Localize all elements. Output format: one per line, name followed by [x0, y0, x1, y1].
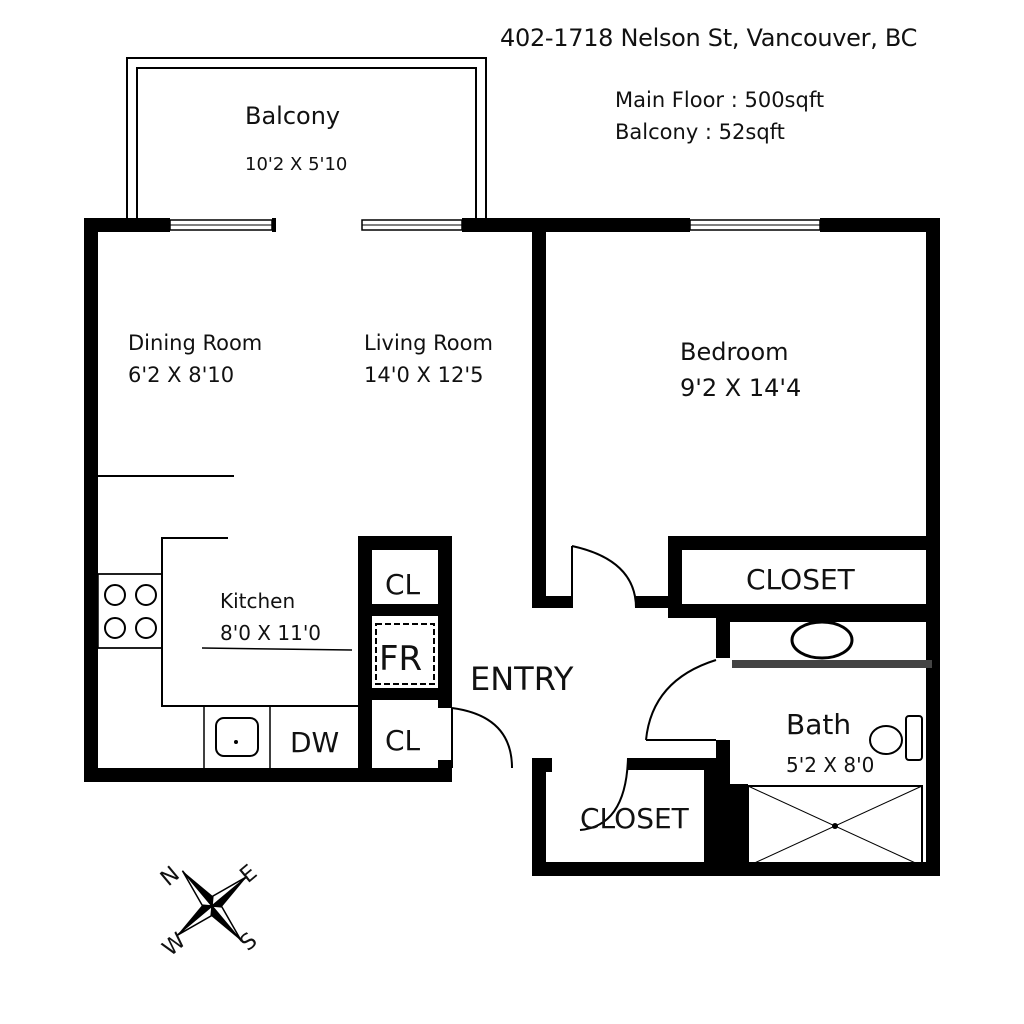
dining-room-label: Dining Room	[128, 331, 262, 355]
address-title: 402-1718 Nelson St, Vancouver, BC	[500, 24, 918, 52]
kitchen-sink	[215, 717, 259, 757]
balcony-railing	[126, 57, 487, 218]
living-room-label: Living Room	[364, 331, 493, 355]
compass-s: S	[236, 928, 263, 956]
dining-room-size: 6'2 X 8'10	[128, 363, 234, 387]
bath-label: Bath	[786, 708, 851, 741]
bath-fixtures	[730, 620, 932, 876]
compass-n: N	[156, 862, 185, 892]
entry-label: ENTRY	[470, 660, 574, 698]
compass-w: W	[158, 928, 191, 961]
bath-size: 5'2 X 8'0	[786, 753, 874, 777]
compass-rose-icon	[176, 870, 248, 942]
dishwasher-label: DW	[290, 726, 339, 759]
stove	[97, 573, 163, 649]
kitchen-size: 8'0 X 11'0	[220, 621, 321, 645]
bedroom-closet-label: CLOSET	[746, 563, 856, 596]
entry-closet-label: CLOSET	[580, 802, 690, 835]
lower-closet-label: CL	[385, 724, 421, 757]
bedroom-size: 9'2 X 14'4	[680, 374, 801, 402]
main-floor-area: Main Floor : 500sqft	[615, 88, 825, 112]
balcony-area: Balcony : 52sqft	[615, 120, 785, 144]
fridge-label: FR	[379, 639, 422, 679]
interior-walls	[358, 228, 940, 876]
door-swings	[451, 545, 717, 831]
kitchen-label: Kitchen	[220, 589, 295, 613]
fridge-outline	[375, 623, 435, 685]
upper-closet-label: CL	[385, 568, 421, 601]
windows	[169, 219, 821, 231]
balcony-label: Balcony	[245, 102, 340, 130]
balcony-size: 10'2 X 5'10	[245, 154, 347, 175]
living-room-size: 14'0 X 12'5	[364, 363, 483, 387]
bedroom-label: Bedroom	[680, 338, 789, 366]
